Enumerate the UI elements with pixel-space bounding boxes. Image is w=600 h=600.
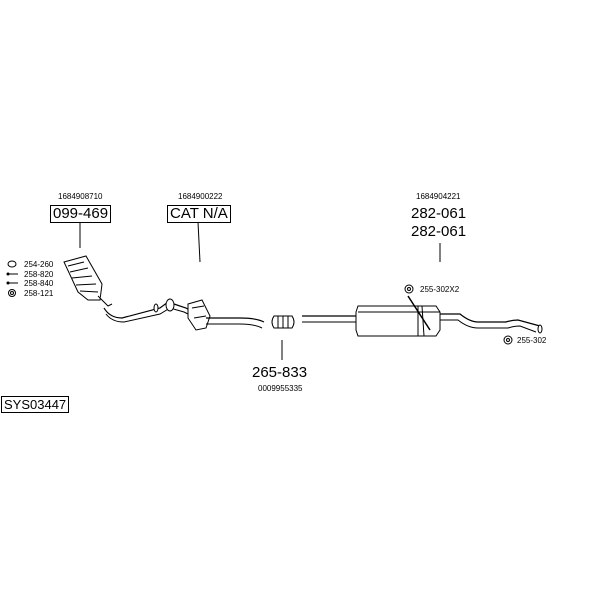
clamp-part (271, 315, 295, 329)
rear-silencer-part (355, 295, 441, 337)
gasket-icon (7, 260, 17, 268)
cat-na-oem: 1684900222 (178, 192, 223, 201)
rear-oem: 1684904221 (416, 192, 461, 201)
catalytic-converter-part (63, 255, 113, 307)
fitting-label-nut[interactable]: 258-121 (24, 289, 54, 298)
cat-na-part (187, 299, 211, 331)
hanger-mid-icon (404, 284, 414, 294)
clamp-part-number[interactable]: 265-833 (252, 364, 308, 381)
cat-na-part-number[interactable]: CAT N/A (167, 205, 231, 223)
bolt-icon (6, 281, 18, 285)
front-pipe-part (103, 301, 197, 319)
system-code: SYS03447 (1, 396, 70, 413)
hanger-rear-icon (503, 335, 513, 345)
fitting-label-gasket[interactable]: 254-260 (24, 260, 54, 269)
bolt-icon (6, 272, 18, 276)
cat-main-part-number[interactable]: 099-469 (50, 205, 112, 223)
leader-cat-na (197, 221, 201, 263)
rear-part-number-2[interactable]: 282-061 (411, 223, 467, 240)
clamp-oem: 0009955335 (258, 384, 303, 393)
front-gasket-part (165, 298, 175, 312)
hanger-rear-label[interactable]: 255-302 (517, 336, 547, 345)
fitting-label-bolt-1[interactable]: 258-820 (24, 270, 54, 279)
rear-part-number-1[interactable]: 282-061 (411, 205, 467, 222)
tail-pipe-part (440, 313, 541, 327)
middle-pipe-part (206, 317, 265, 323)
nut-icon (8, 289, 16, 297)
cat-main-oem: 1684908710 (58, 192, 103, 201)
hanger-mid-label[interactable]: 255-302X2 (420, 285, 460, 294)
fitting-label-bolt-2[interactable]: 258-840 (24, 279, 54, 288)
